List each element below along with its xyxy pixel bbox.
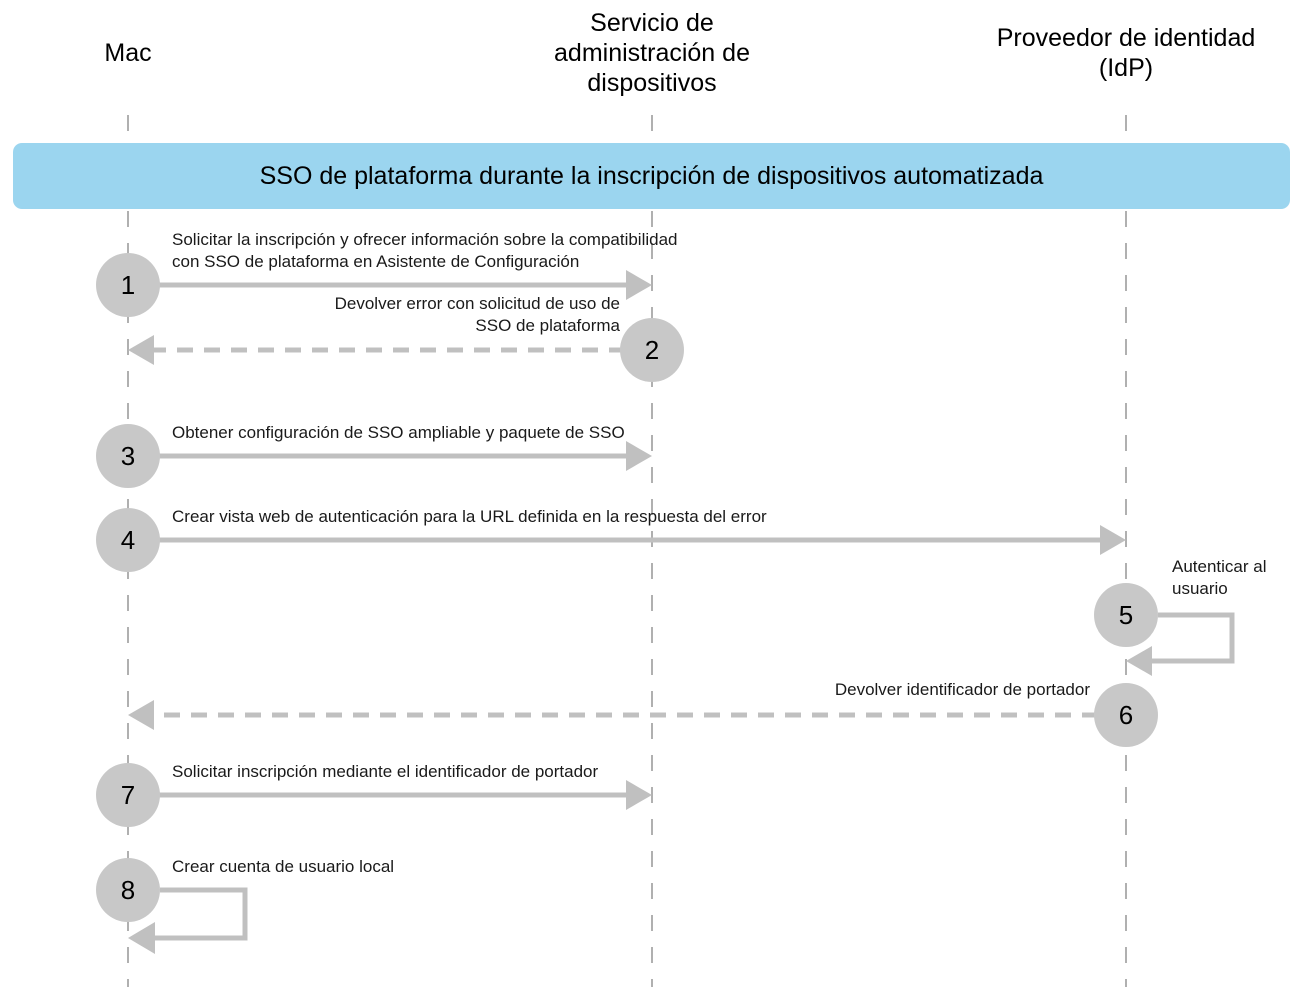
step-number-8: 8: [120, 875, 136, 905]
message-arrow-1: [158, 270, 652, 300]
actor-header-mdm: Servicio de administración de dispositiv…: [554, 9, 750, 97]
step-circle-7: [96, 763, 160, 827]
message-label-7: Solicitar inscripción mediante el identi…: [172, 762, 599, 781]
step-number-6: 6: [1118, 700, 1134, 730]
message-label-1: Solicitar la inscripción y ofrecer infor…: [172, 230, 678, 271]
message-arrow-2: [128, 335, 625, 365]
step-circle-2: [620, 318, 684, 382]
actor-header-idp: Proveedor de identidad (IdP): [996, 24, 1256, 82]
message-selfloop-5: [1126, 612, 1235, 676]
message-arrow-6: [128, 700, 1098, 730]
step-number-7: 7: [120, 780, 136, 810]
step-circle-4: [96, 508, 160, 572]
message-label-3: Obtener configuración de SSO ampliable y…: [172, 423, 625, 442]
step-number-4: 4: [120, 525, 136, 555]
step-circle-6: [1094, 683, 1158, 747]
message-label-4: Crear vista web de autenticación para la…: [172, 507, 767, 526]
message-label-8: Crear cuenta de usuario local: [172, 857, 395, 876]
step-number-3: 3: [120, 441, 136, 471]
title-banner: SSO de plataforma durante la inscripción…: [13, 143, 1290, 209]
message-selfloop-8: [128, 887, 248, 954]
message-arrow-3: [158, 441, 652, 471]
step-circle-3: [96, 424, 160, 488]
step-number-5: 5: [1118, 600, 1134, 630]
step-number-2: 2: [644, 335, 660, 365]
message-arrow-4: [158, 525, 1126, 555]
step-circle-8: [96, 858, 160, 922]
message-label-2: Devolver error con solicitud de uso de S…: [334, 294, 620, 335]
step-circle-5: [1094, 583, 1158, 647]
step-circle-1: [96, 253, 160, 317]
step-number-1: 1: [120, 270, 136, 300]
actor-header-mac: Mac: [104, 39, 152, 67]
message-arrow-7: [158, 780, 652, 810]
message-label-5: Autenticar al usuario: [1172, 557, 1267, 598]
message-label-6: Devolver identificador de portador: [834, 680, 1090, 699]
title-banner-text: SSO de plataforma durante la inscripción…: [259, 161, 1044, 190]
